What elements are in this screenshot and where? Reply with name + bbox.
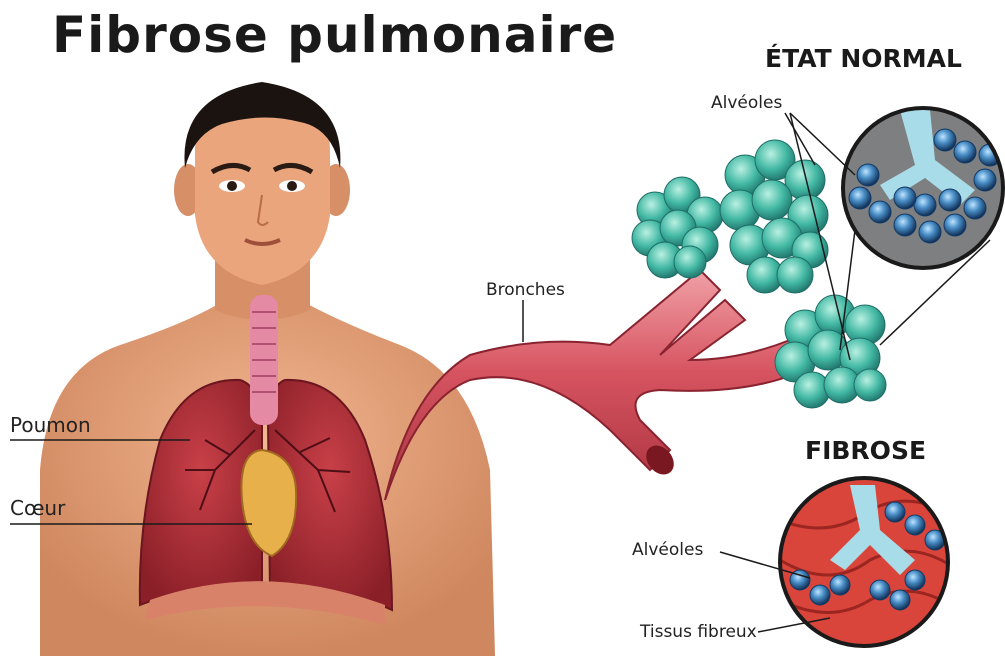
label-alveoles-fibrose: Alvéoles [632, 540, 703, 560]
alveoli-cluster-bottom [775, 295, 886, 408]
label-tissus-fibreux: Tissus fibreux [640, 622, 757, 642]
alveoli-cluster-top-left [632, 177, 723, 278]
normal-heading: ÉTAT NORMAL [765, 44, 962, 73]
trachea [250, 295, 278, 425]
label-alveoles-normal: Alvéoles [711, 93, 782, 113]
human-figure [40, 82, 495, 656]
page-title: Fibrose pulmonaire [52, 6, 617, 64]
fibrose-heading: FIBROSE [805, 436, 926, 465]
alveoli-cluster-top [720, 140, 828, 293]
label-coeur: Cœur [10, 496, 65, 520]
fibrose-zoom-circle [780, 478, 950, 646]
label-poumon: Poumon [10, 413, 91, 437]
label-bronches: Bronches [486, 280, 565, 300]
normal-zoom-circle [843, 108, 1003, 268]
